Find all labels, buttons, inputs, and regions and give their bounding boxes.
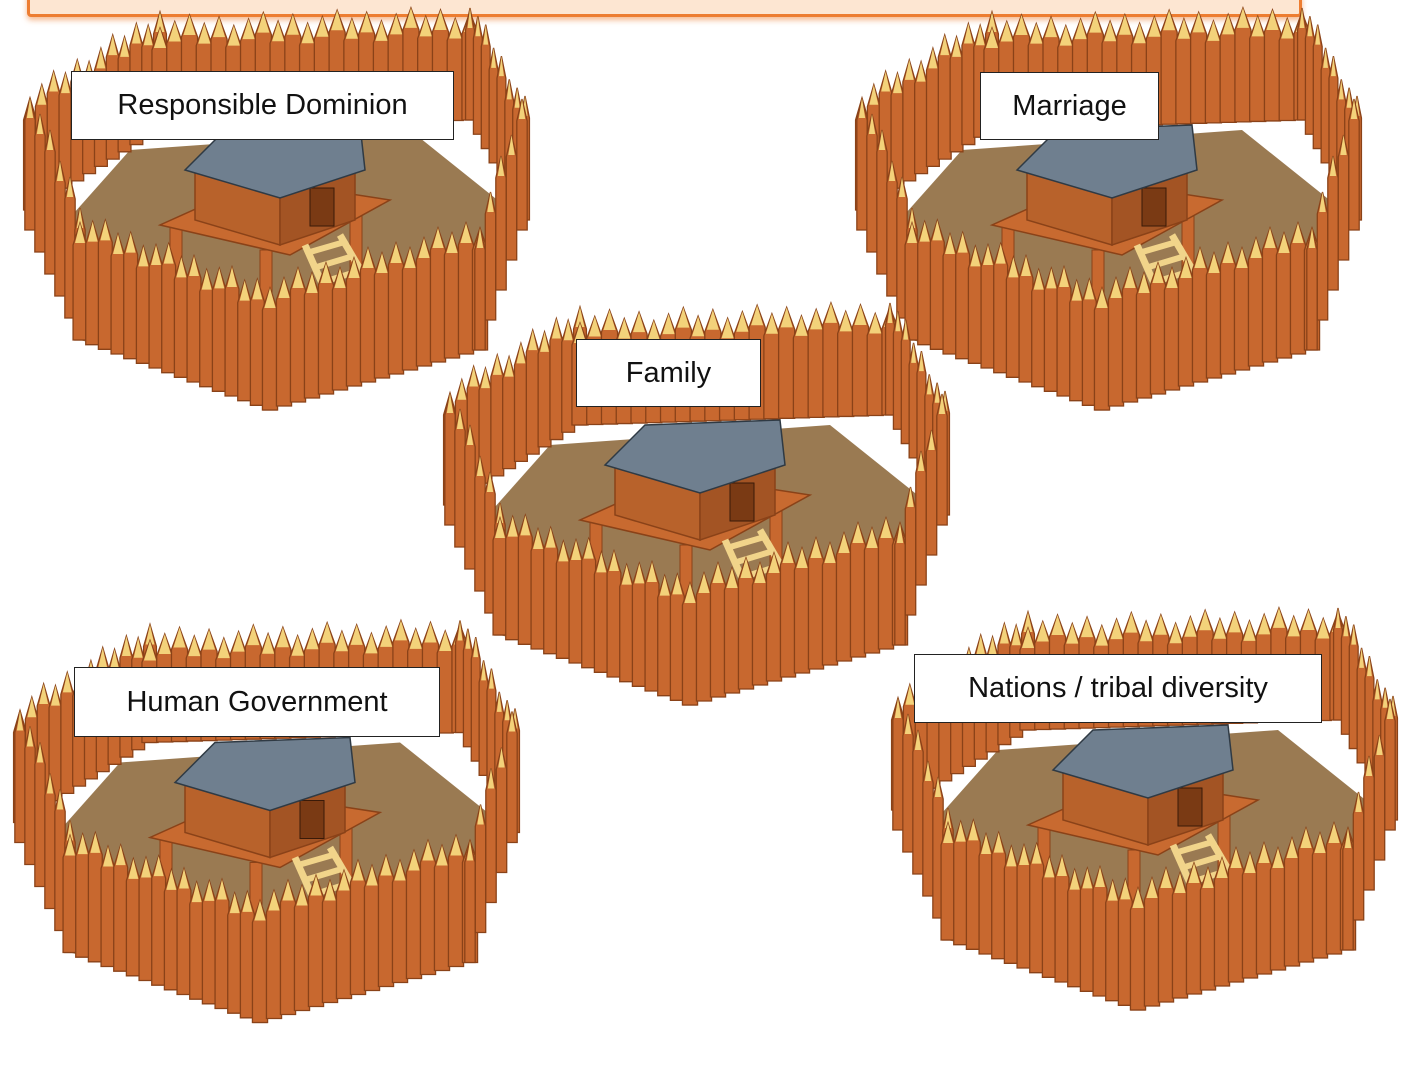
label-nations: Nations / tribal diversity [914, 654, 1322, 723]
front-wall-right [261, 221, 489, 411]
front-wall-front [940, 818, 1146, 1011]
front-wall-front [72, 218, 278, 411]
front-wall-front [492, 513, 698, 706]
fort-illustration-human-government [12, 618, 521, 1024]
label-marriage: Marriage [980, 72, 1159, 140]
front-wall-corner [474, 98, 528, 351]
front-wall-corner [894, 393, 948, 646]
fort-illustration-family [442, 301, 951, 706]
front-wall-right [1093, 221, 1321, 411]
front-wall-right [681, 516, 909, 706]
front-wall-corner [464, 711, 518, 964]
label-responsible-dominion: Responsible Dominion [71, 71, 454, 140]
front-wall-front [62, 830, 268, 1024]
hut [989, 124, 1225, 331]
label-family: Family [576, 339, 761, 407]
front-wall-corner [1342, 698, 1396, 951]
title-banner [27, 0, 1302, 17]
hut [157, 124, 393, 331]
front-wall-corner [1306, 98, 1360, 351]
front-wall-right [1129, 821, 1357, 1011]
front-wall-left [24, 97, 86, 341]
hut [1025, 724, 1261, 931]
label-human-government: Human Government [74, 667, 440, 737]
back-wall-right [884, 302, 951, 516]
